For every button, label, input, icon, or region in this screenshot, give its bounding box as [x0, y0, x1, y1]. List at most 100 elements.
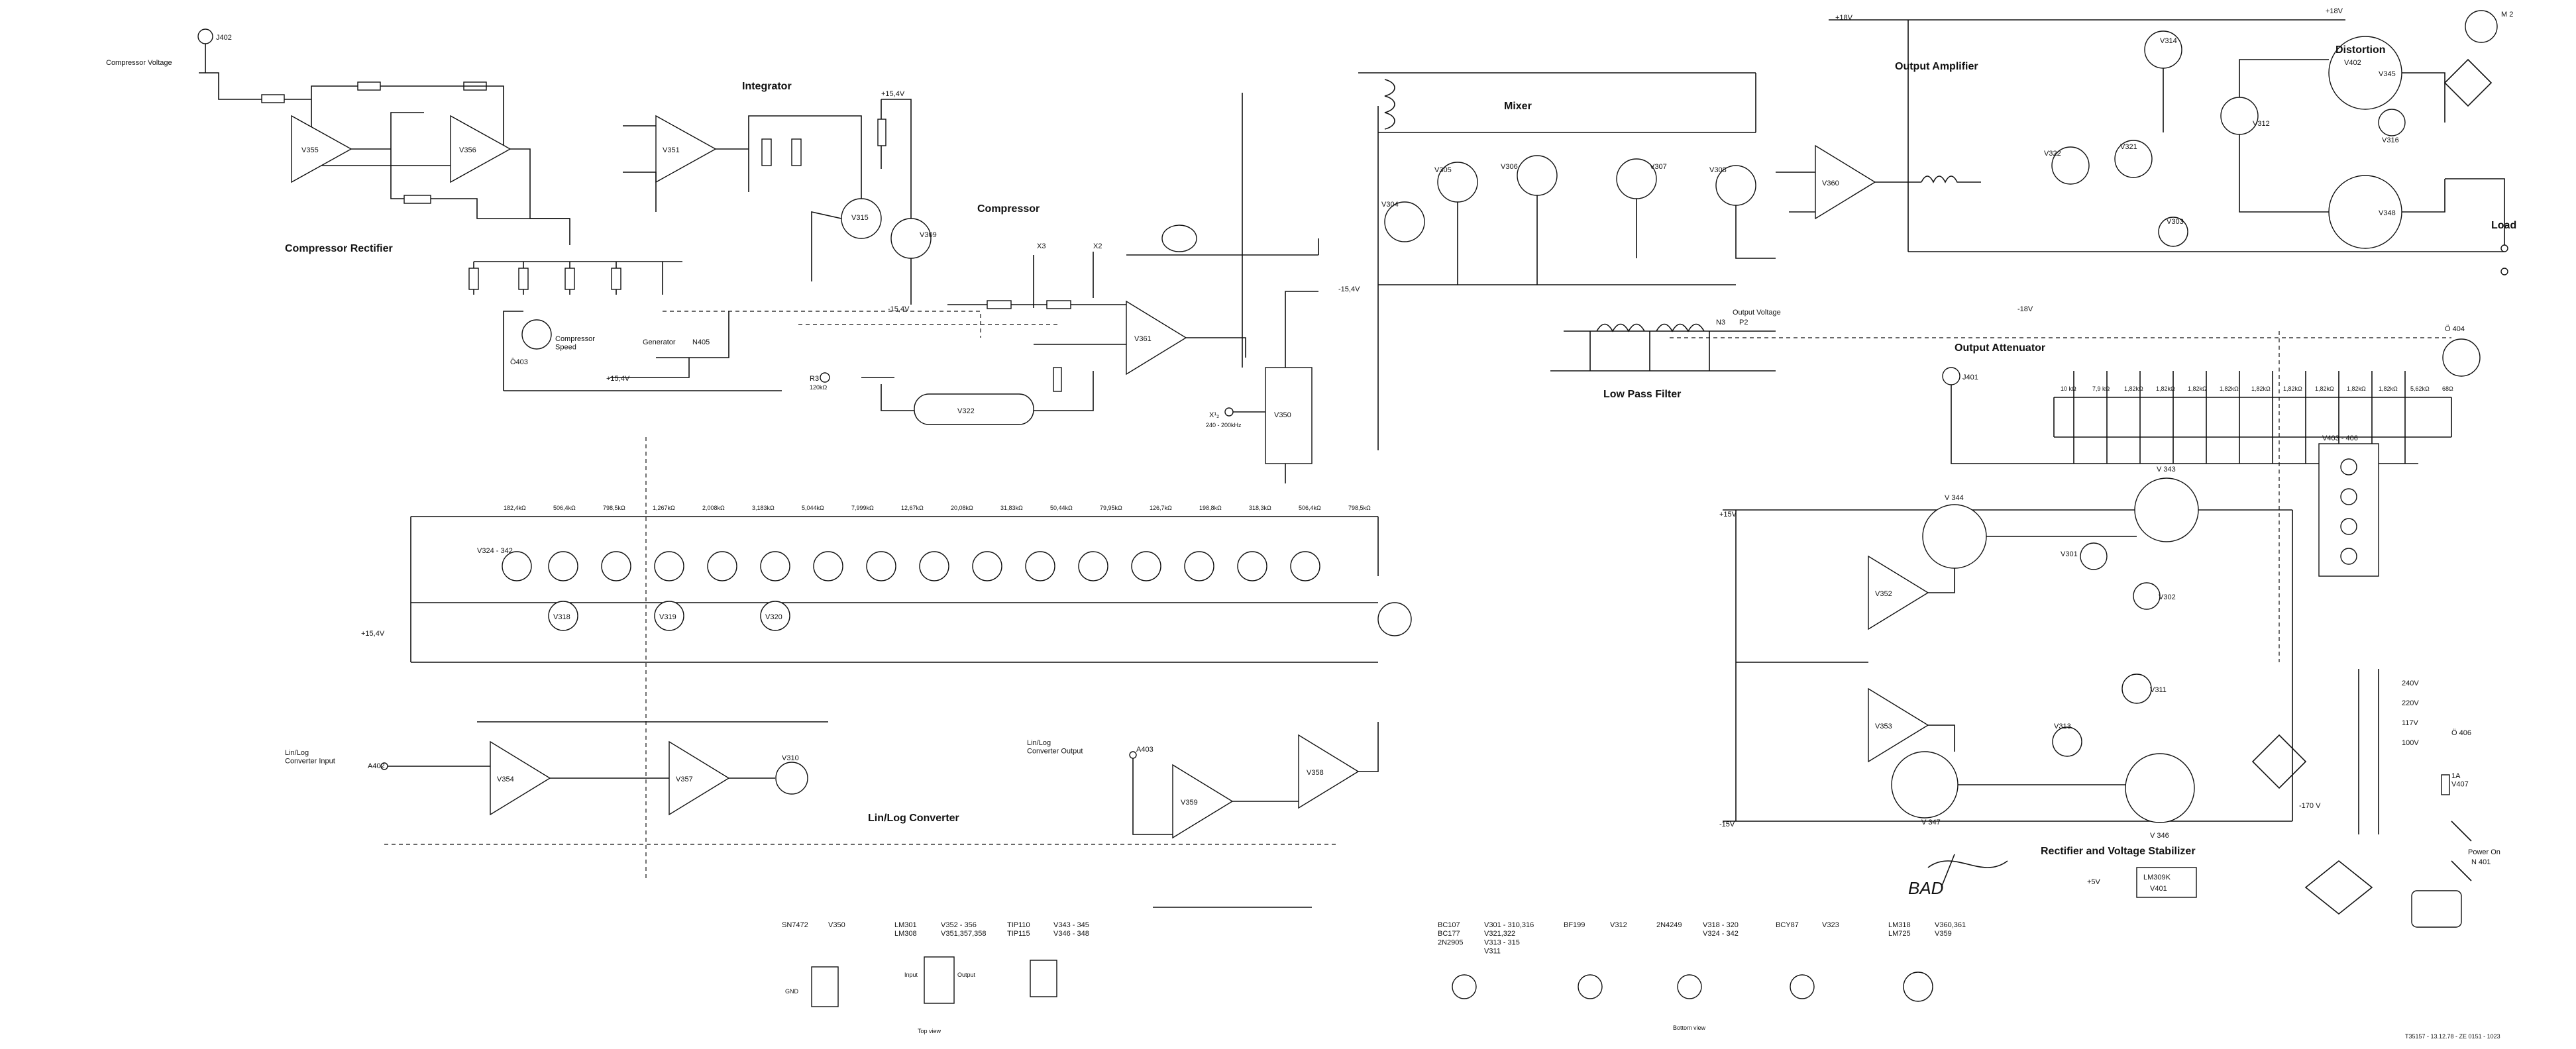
attenuator-resistor-value: 10 kΩ	[2061, 385, 2076, 392]
rectifier-stabilizer-title: Rectifier and Voltage Stabilizer	[2041, 846, 2196, 857]
a403-label: A403	[1136, 746, 1154, 754]
ladder-transistor-14	[1184, 551, 1214, 581]
ladder-resistor-value: 3,183kΩ	[752, 505, 775, 511]
ladder-resistor-value: 1,267kΩ	[653, 505, 675, 511]
v350-label: V350	[1274, 411, 1291, 419]
v308-label: V308	[1709, 166, 1727, 174]
v301-transistor	[2080, 542, 2108, 570]
v354-opamp	[490, 740, 551, 816]
r3107-resistor	[1053, 367, 1062, 392]
pkg-gnd-label: GND	[785, 988, 799, 995]
output-amplifier-title: Output Amplifier	[1895, 61, 1978, 72]
v351-opamp	[655, 115, 717, 183]
o404-selector[interactable]	[2442, 338, 2481, 377]
v346-label: V 346	[2150, 832, 2169, 840]
j402-jack[interactable]	[197, 28, 213, 44]
v310-transistor	[775, 762, 808, 795]
freq-input-jack[interactable]	[1224, 407, 1234, 417]
ladder-transistor-15	[1237, 551, 1267, 581]
v313-label: V313	[2054, 723, 2071, 730]
r3-label: R3	[810, 375, 819, 383]
ladder-transistor-9	[919, 551, 949, 581]
attenuator-resistor-value: 7,9 kΩ	[2092, 385, 2110, 392]
low-pass-filter-block: Low Pass Filter Output Voltage P2 N3	[1550, 309, 1781, 400]
r3101-resistor	[357, 81, 381, 91]
x2-label: X2	[1093, 242, 1102, 250]
ladder-resistor-value: 5,044kΩ	[802, 505, 824, 511]
counter-block: V350 X¹₂ 240 - 200kHz	[1206, 93, 1379, 483]
v352-opamp	[1868, 555, 1929, 630]
v315-label: V315	[851, 214, 869, 222]
v344-power-transistor	[1922, 504, 1987, 569]
v401-regulator	[2136, 867, 2197, 898]
rail-label-8: +15,4V	[361, 630, 385, 638]
v324-342-label: V324 - 342	[477, 547, 513, 555]
r424-resistor	[564, 268, 575, 290]
pkg-top-view-label: Top view	[918, 1028, 941, 1034]
v322t-label: V322	[2044, 150, 2061, 158]
j401-jack[interactable]	[1942, 367, 1960, 385]
section-dividers	[384, 311, 2451, 881]
r329-resistor	[791, 138, 802, 166]
v311-label: V311	[2150, 686, 2167, 694]
v361-label: V361	[1134, 335, 1152, 343]
linlog-converter-title: Lin/Log Converter	[868, 813, 959, 824]
r3-input-jack[interactable]	[820, 372, 830, 383]
rail-label-9: +15V	[1719, 511, 1737, 519]
compressor-block: Compressor V322 V361 R3 120kΩ X3 X2	[810, 203, 1319, 425]
v344-label: V 344	[1945, 494, 1964, 502]
power-on-ref: N 401	[2471, 858, 2491, 866]
mains-100-label: 100V	[2402, 739, 2419, 747]
r3-value: 120kΩ	[810, 384, 828, 391]
j402-label: J402	[216, 34, 232, 42]
v302-transistor	[2133, 582, 2161, 610]
v358-opamp	[1298, 734, 1360, 809]
v318-transistor	[548, 601, 578, 631]
v346-power-transistor	[2125, 753, 2195, 823]
a403-jack[interactable]	[1129, 751, 1137, 759]
r330-resistor	[761, 138, 772, 166]
load-terminal-bottom[interactable]	[2500, 268, 2508, 275]
v347-power-transistor	[1891, 751, 1959, 819]
r423-resistor	[611, 268, 621, 290]
ladder-resistor-value: 2,008kΩ	[702, 505, 725, 511]
load-terminal-top[interactable]	[2500, 244, 2508, 252]
rail-label-5: +18V	[2326, 7, 2343, 15]
l301-transformer	[1384, 79, 1395, 130]
ladder-resistor-value: 318,3kΩ	[1249, 505, 1271, 511]
o406-label: Ö 406	[2451, 729, 2471, 737]
part-refs-4: V312	[1610, 921, 1627, 929]
v322-transistor	[2051, 146, 2090, 185]
v312-transistor	[2220, 97, 2259, 135]
mains-socket[interactable]	[2411, 890, 2462, 928]
rail-label-10: -15V	[1719, 821, 1735, 828]
v305-label: V305	[1434, 166, 1452, 174]
v316-transistor	[2378, 109, 2406, 136]
attenuator-resistor-value: 1,82kΩ	[2156, 385, 2175, 392]
output-amplifier-block: Output Amplifier V360 V322 V321 V314 V31…	[1776, 7, 2516, 313]
v358-label: V358	[1307, 769, 1324, 777]
o403-selector[interactable]	[521, 319, 552, 350]
lm301-package-icon	[924, 956, 955, 1004]
ladder-transistor-1	[502, 551, 532, 581]
attenuator-resistor-value: 5,62kΩ	[2410, 385, 2430, 392]
l303-inductor	[1656, 323, 1705, 332]
power-switch	[2451, 821, 2472, 881]
v355-opamp	[291, 115, 352, 183]
ladder-transistor-5	[707, 551, 737, 581]
v320-label: V320	[765, 613, 782, 621]
attenuator-resistor-value: 1,82kΩ	[2379, 385, 2398, 392]
o404-label: Ö 404	[2445, 325, 2465, 333]
distortion-ref: V402	[2344, 59, 2361, 67]
v353-label: V353	[1875, 723, 1892, 730]
ladder-output-transistor	[1377, 602, 1412, 636]
ladder-transistor-12	[1078, 551, 1108, 581]
